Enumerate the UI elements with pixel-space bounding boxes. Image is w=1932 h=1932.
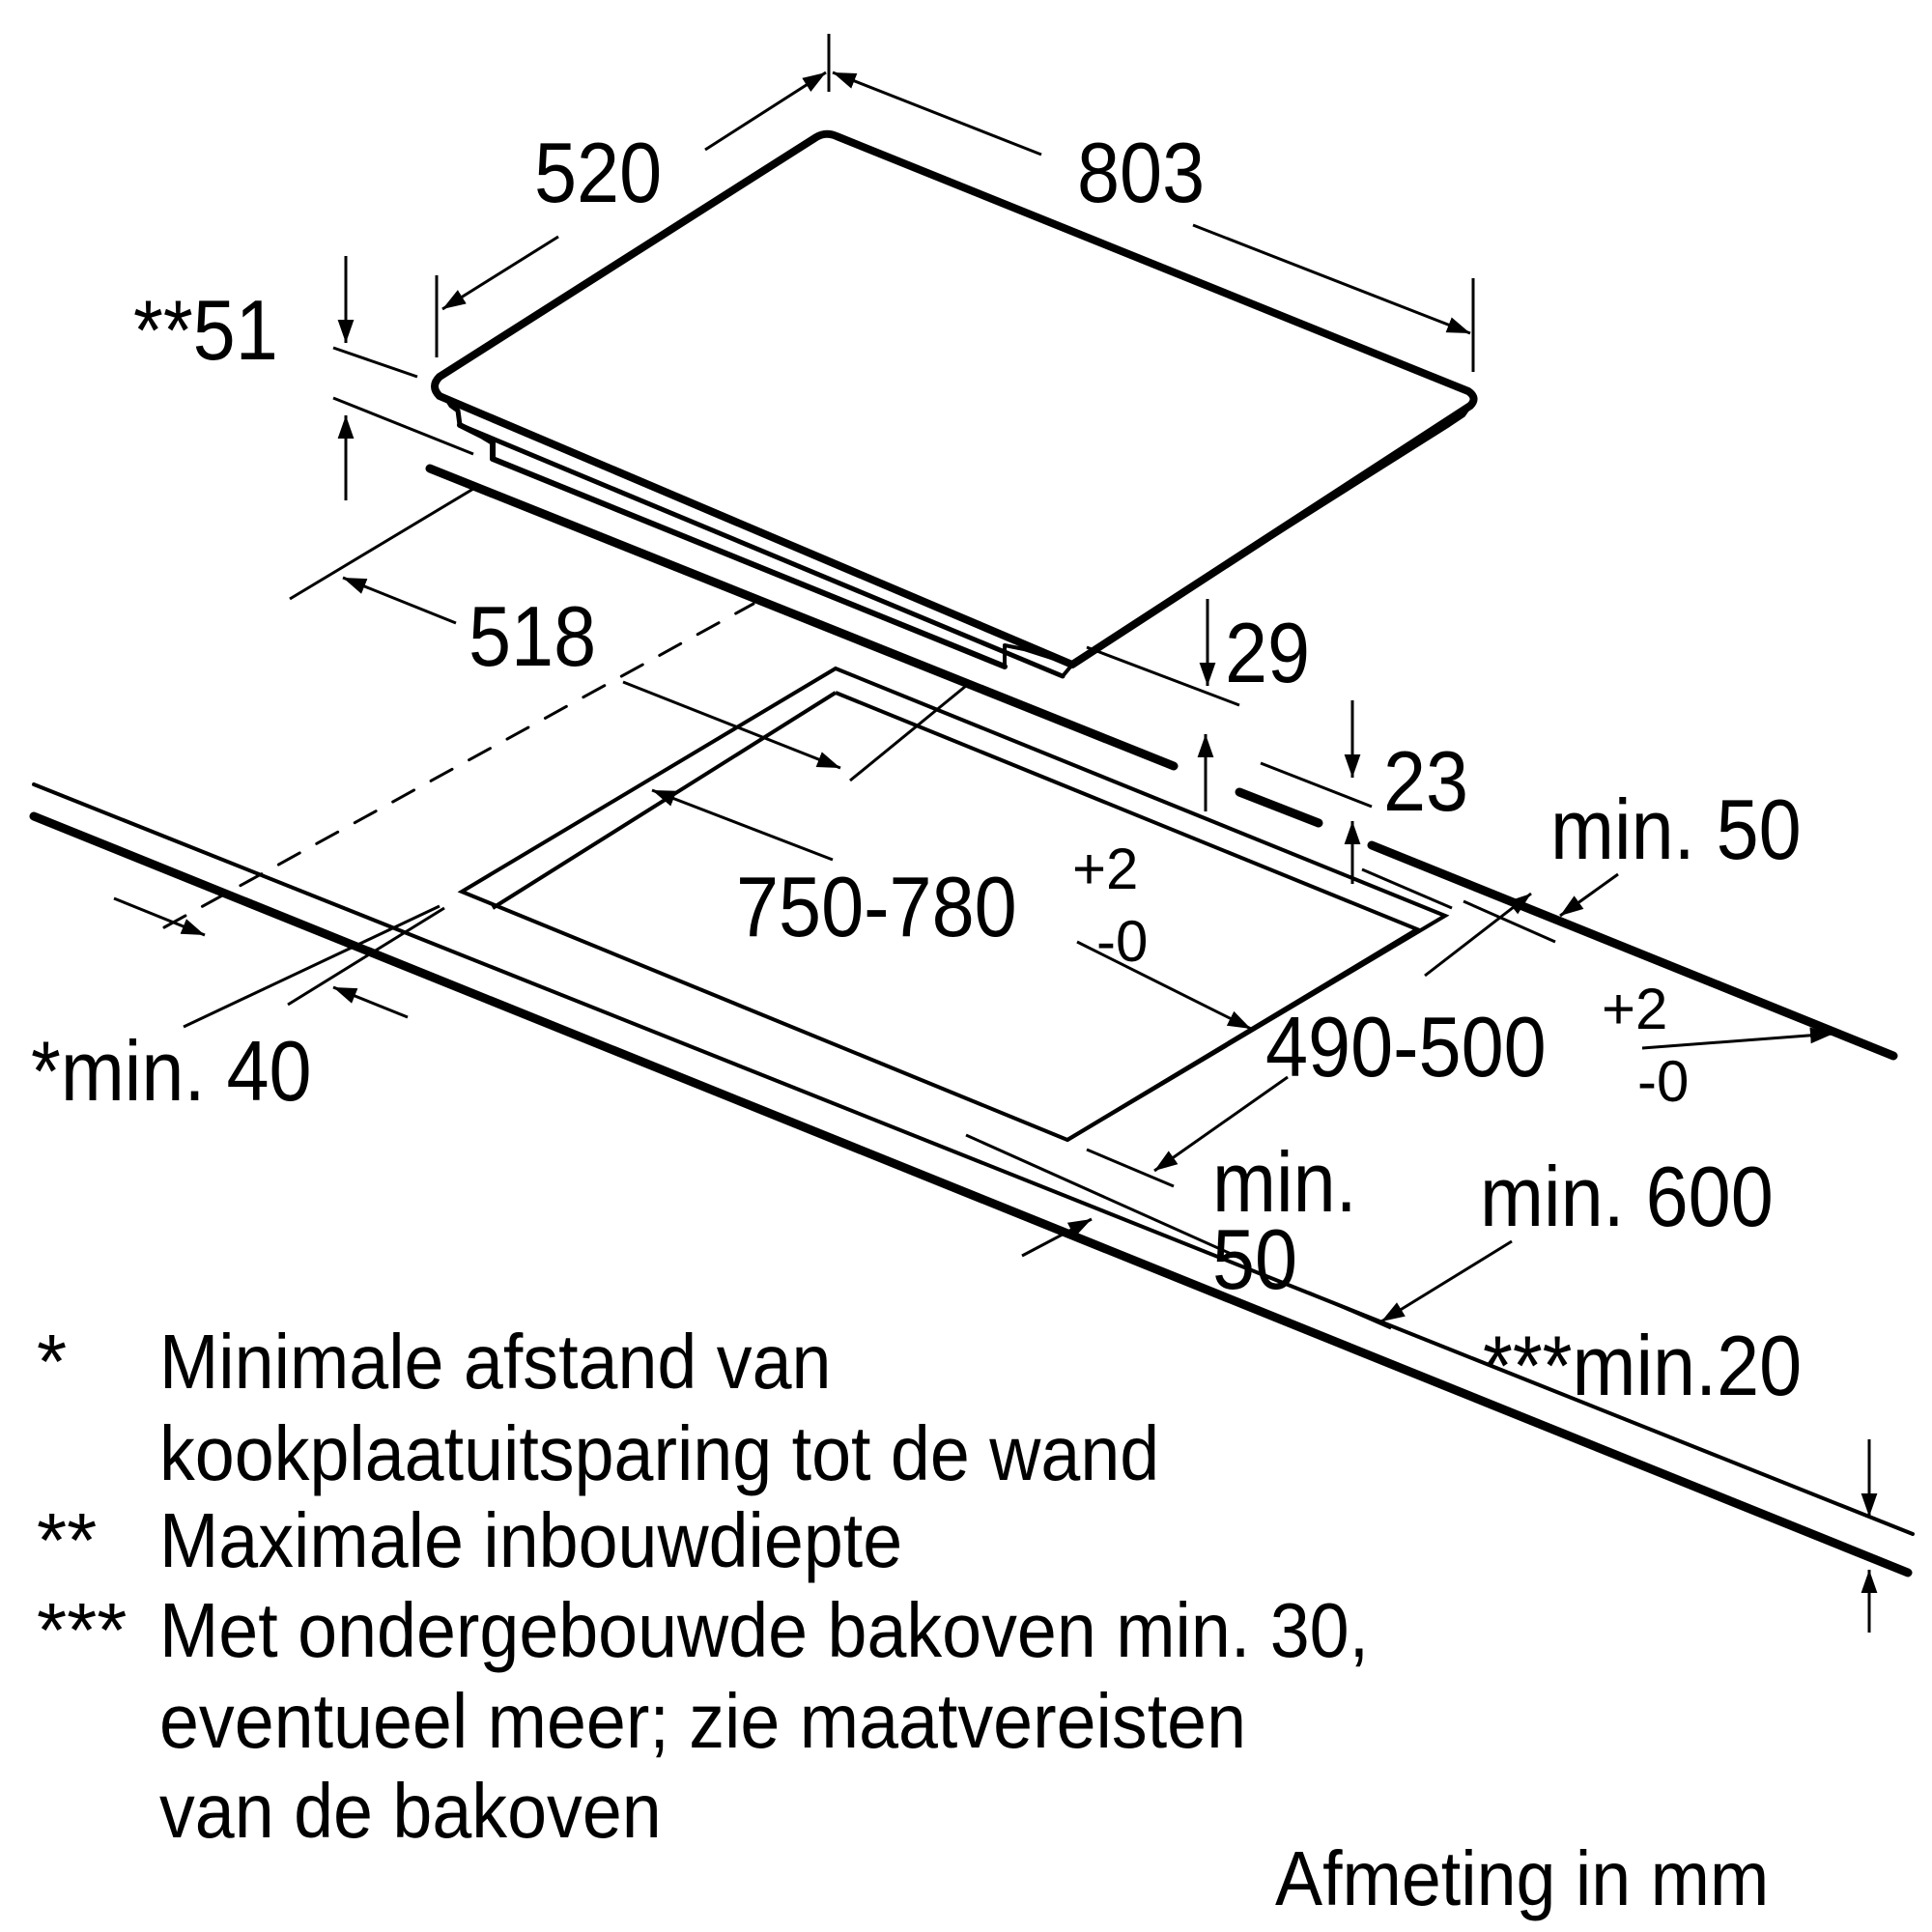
unit-label: Afmeting in mm — [1275, 1835, 1770, 1921]
dim-29: 29 — [1225, 605, 1311, 700]
note-1-line-2: kookplaatuitsparing tot de wand — [159, 1410, 1160, 1496]
dim-cutout-depth-tol-plus: +2 — [1602, 977, 1668, 1041]
note-mark-2: ** — [37, 1497, 98, 1583]
dimension-lines — [113, 34, 1878, 1633]
dim-cutout-depth-base: 490-500 — [1265, 999, 1547, 1094]
dim-cutout-width-tol-minus: -0 — [1096, 909, 1149, 974]
note-2-line-1: Maximale inbouwdiepte — [159, 1497, 903, 1583]
dim-min-50-back: min. 50 — [1550, 781, 1802, 877]
dim-min-50-front-line1: min. — [1212, 1134, 1357, 1230]
dim-min-600: min. 600 — [1480, 1149, 1774, 1244]
dim-cutout-width-tol-plus: +2 — [1072, 837, 1139, 901]
dim-width-803: 803 — [1077, 125, 1206, 220]
dim-height-51: **51 — [133, 282, 278, 378]
note-1-line-1: Minimale afstand van — [159, 1319, 832, 1405]
note-3-line-3: van de bakoven — [159, 1768, 662, 1854]
dim-min-50-front-line2: 50 — [1212, 1211, 1298, 1307]
dim-cutout-depth: 490-500 — [1265, 1005, 1547, 1090]
note-3-line-1: Met ondergebouwde bakoven min. 30, — [159, 1587, 1370, 1673]
dim-min-20-worktop: ***min.20 — [1483, 1318, 1803, 1413]
dim-cutout-depth-tol-minus: -0 — [1637, 1049, 1690, 1114]
dim-cutout-width-base: 750-780 — [736, 859, 1017, 954]
dim-min-40-wall: *min. 40 — [31, 1023, 312, 1119]
dim-cutout-width: 750-780 — [736, 865, 1017, 950]
note-mark-3: *** — [37, 1587, 128, 1673]
note-mark-1: * — [37, 1319, 68, 1405]
dim-23: 23 — [1383, 733, 1469, 829]
note-3-line-2: eventueel meer; zie maatvereisten — [159, 1678, 1247, 1764]
dim-depth-520: 520 — [534, 125, 663, 220]
dim-underside-518: 518 — [469, 588, 597, 684]
worktop-lines — [29, 464, 1915, 1577]
cooktop-outline — [431, 129, 1478, 679]
